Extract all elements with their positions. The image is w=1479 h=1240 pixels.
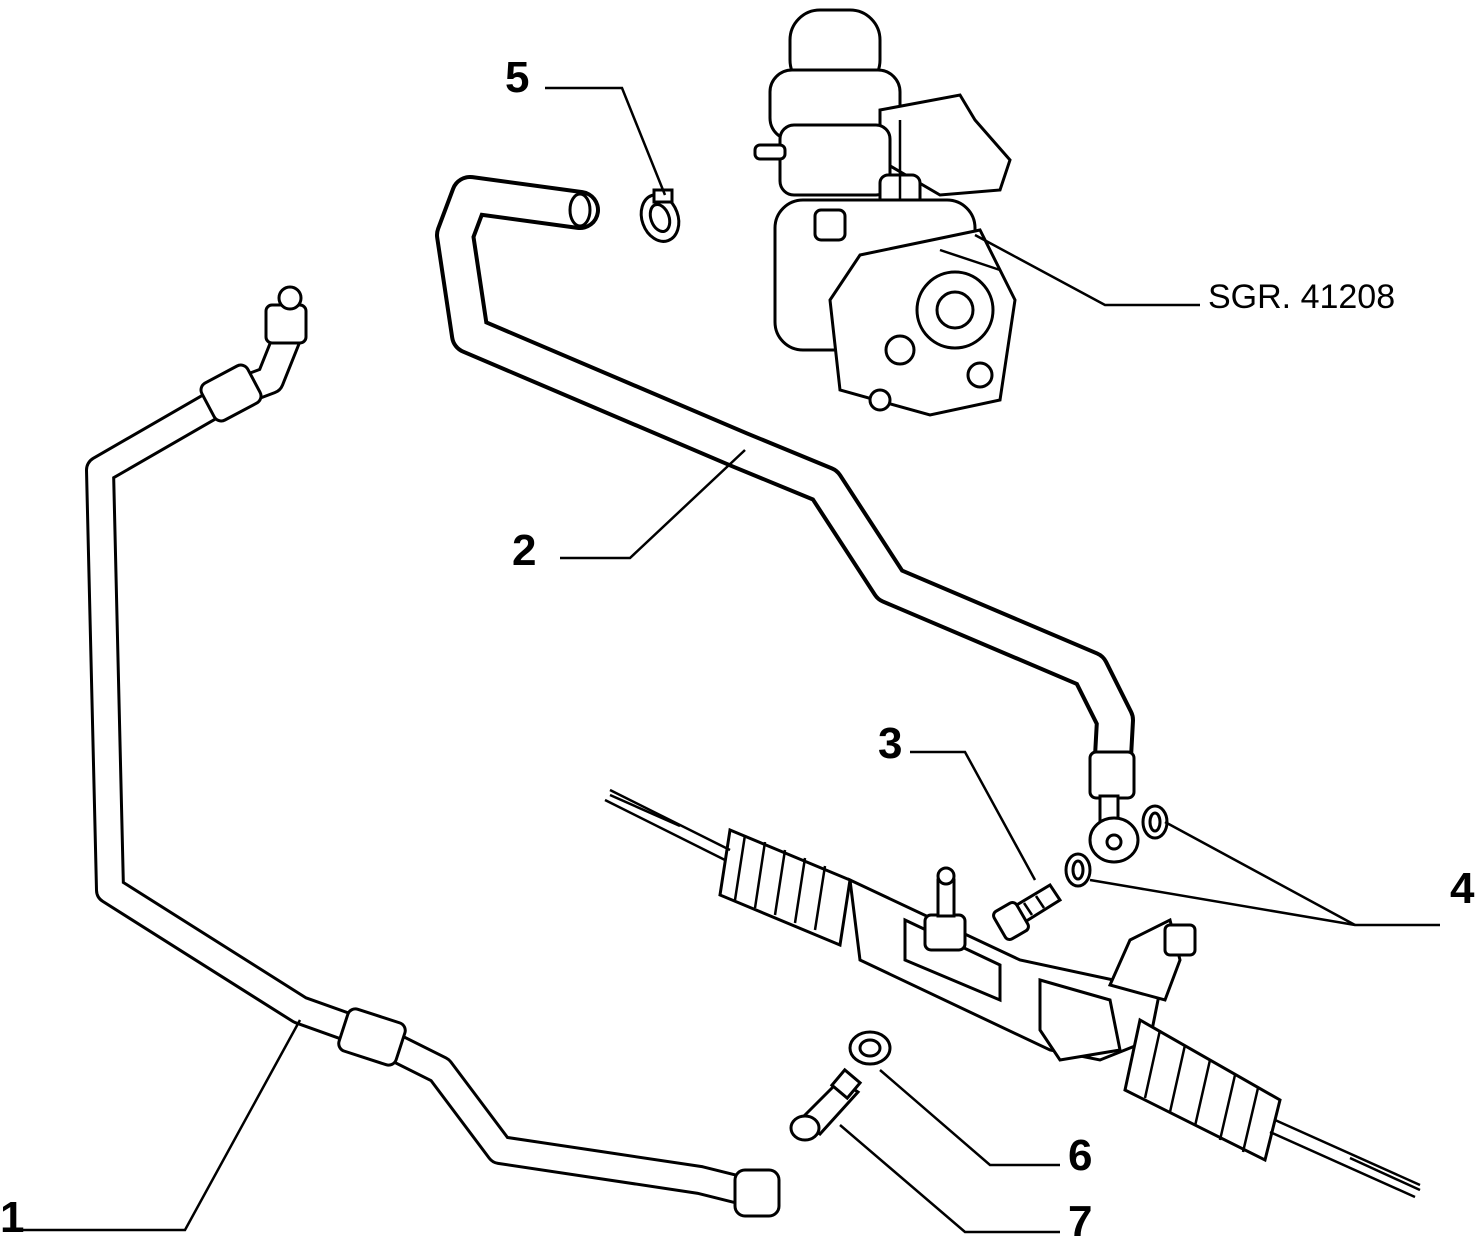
hose-1-sleeve-top <box>199 363 263 423</box>
hose-1-fitting-bottom <box>733 1168 781 1218</box>
label-1: 1 <box>0 1193 24 1240</box>
hose-2-sleeve <box>1088 750 1136 800</box>
label-5: 5 <box>505 53 529 102</box>
pressure-switch-7 <box>789 1067 863 1142</box>
label-7: 7 <box>1068 1197 1092 1240</box>
steering-rack <box>604 788 1421 1199</box>
pressure-hose-1 <box>85 285 781 1218</box>
sealing-washers-4 <box>1064 804 1169 888</box>
label-3: 3 <box>878 719 902 768</box>
power-steering-pump <box>753 8 1017 417</box>
label-2: 2 <box>512 526 536 575</box>
hose-2-open-end <box>568 192 592 228</box>
hose-1-nut-top <box>277 285 303 311</box>
leader-lines <box>20 86 1440 1234</box>
seal-cap-6 <box>848 1030 892 1066</box>
reference-sgr: SGR. 41208 <box>1208 278 1395 316</box>
hose-1-fitting-top <box>264 303 308 345</box>
return-hose-2 <box>435 175 1140 864</box>
hose-clamp-5 <box>639 188 681 243</box>
label-4: 4 <box>1450 864 1475 913</box>
banjo-bolt-3 <box>992 882 1063 942</box>
label-6: 6 <box>1068 1131 1092 1180</box>
banjo-hole <box>1105 833 1123 851</box>
hose-1-sleeve-mid <box>337 1007 407 1067</box>
